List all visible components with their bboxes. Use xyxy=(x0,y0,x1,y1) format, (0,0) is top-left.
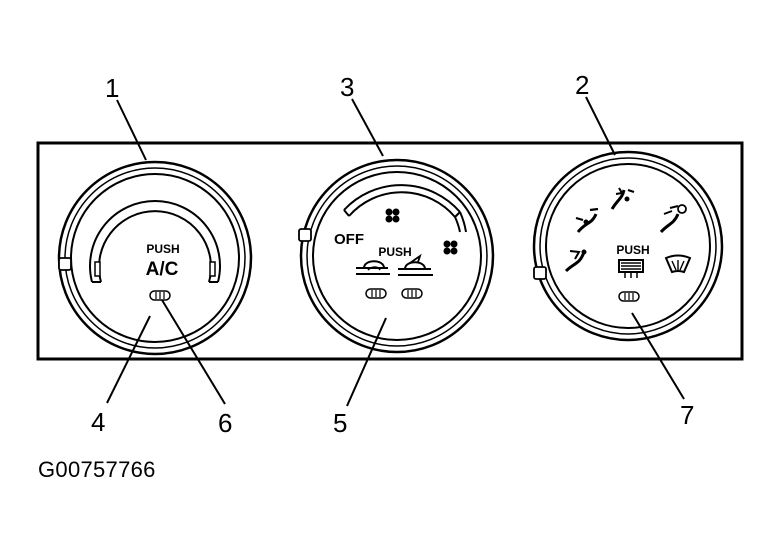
mode-push-label: PUSH xyxy=(616,243,649,257)
indicator-light-icon xyxy=(149,290,171,301)
ac-push-label: PUSH xyxy=(146,242,179,256)
mode-knob: PUSH xyxy=(532,150,724,342)
figure-id: G00757766 xyxy=(38,457,156,482)
callout-5: 5 xyxy=(333,408,347,438)
fan-knob: OFF PUSH xyxy=(298,158,495,354)
fan-low-icon xyxy=(385,208,400,223)
callout-3: 3 xyxy=(340,72,354,102)
indicator-light-icon xyxy=(365,288,387,299)
fan-high-icon xyxy=(443,240,458,255)
indicator-light-icon xyxy=(401,288,423,299)
bi-level-mode-icon xyxy=(575,207,599,233)
callout-6: 6 xyxy=(218,408,232,438)
floor-defrost-mode-icon xyxy=(564,249,587,273)
leader-line-2 xyxy=(585,96,616,156)
knob-pointer xyxy=(58,257,72,271)
callout-1: 1 xyxy=(105,73,119,103)
rear-defrost-icon xyxy=(618,259,644,278)
fresh-air-icon xyxy=(398,253,433,276)
callout-4: 4 xyxy=(91,407,105,437)
callout-2: 2 xyxy=(575,70,589,100)
fan-off-label: OFF xyxy=(334,231,364,248)
leader-line-3 xyxy=(351,98,384,157)
knob-pointer xyxy=(533,266,547,280)
leader-lines xyxy=(106,96,685,407)
callout-7: 7 xyxy=(680,400,694,430)
floor-mode-icon xyxy=(659,204,687,234)
ac-label: A/C xyxy=(146,259,179,280)
fan-push-label: PUSH xyxy=(378,245,411,259)
vent-mode-icon xyxy=(610,187,635,210)
leader-line-1 xyxy=(116,99,147,161)
indicator-light-icon xyxy=(618,291,640,302)
windshield-defrost-icon xyxy=(664,254,692,274)
leader-line-5 xyxy=(346,317,387,407)
knob-pointer xyxy=(298,228,312,242)
ac-knob: PUSH A/C xyxy=(57,160,253,356)
recirculation-icon xyxy=(356,260,390,275)
leader-line-6 xyxy=(161,299,226,405)
leader-line-7 xyxy=(631,312,685,400)
leader-line-4 xyxy=(106,315,151,404)
